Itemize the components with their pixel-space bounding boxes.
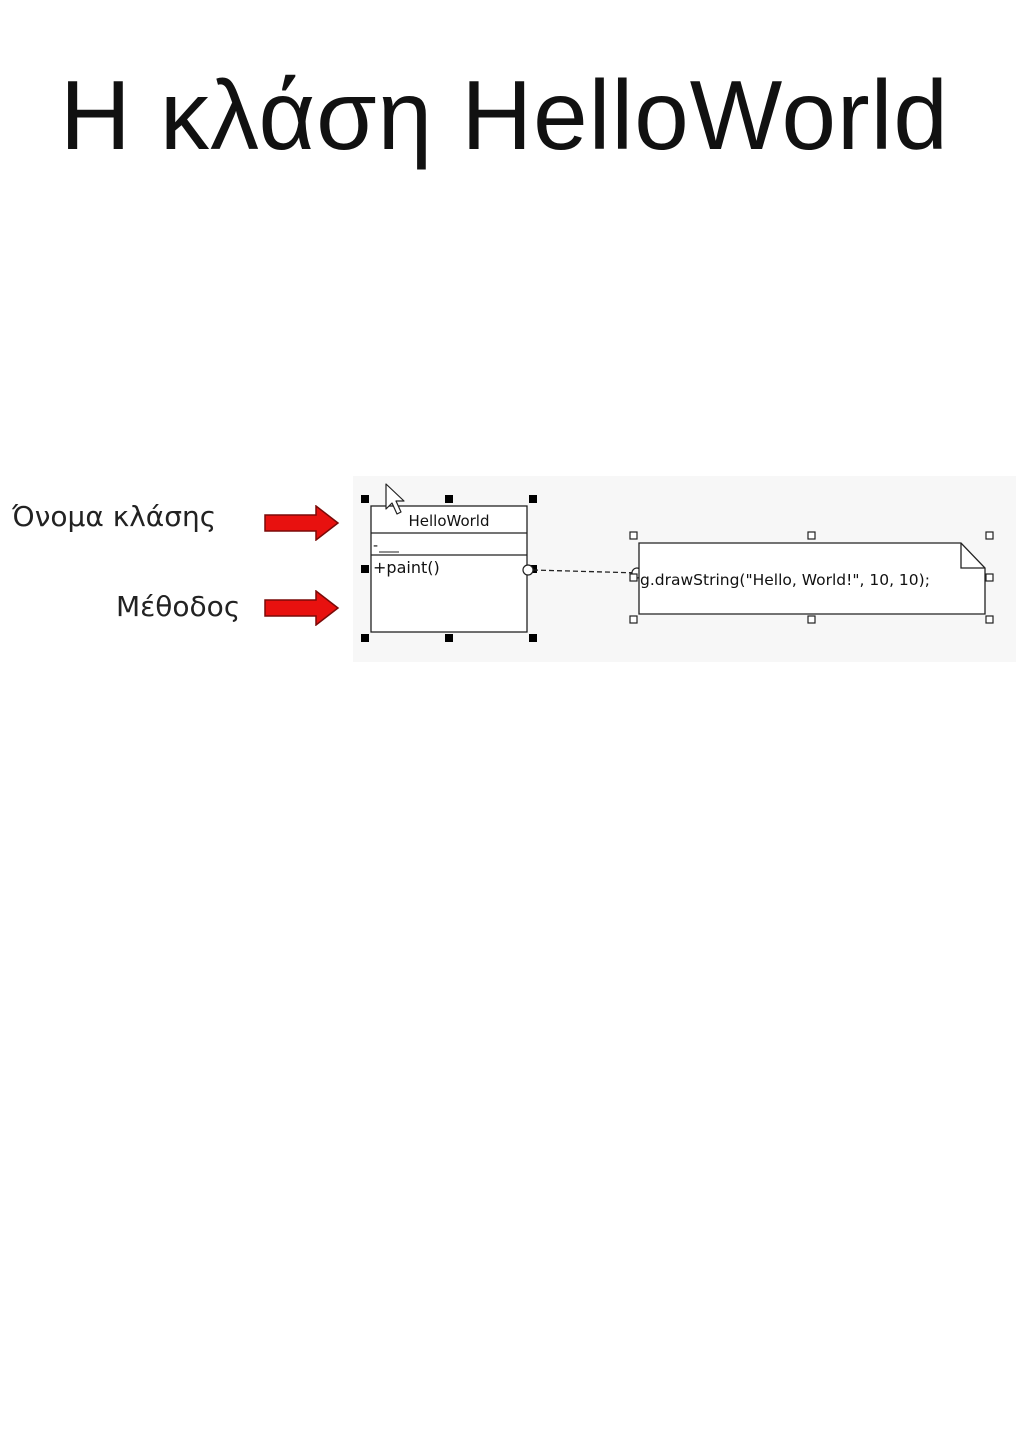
page-title: Η κλάση HelloWorld xyxy=(60,60,949,170)
uml-class-box[interactable] xyxy=(370,505,528,633)
note-connector[interactable] xyxy=(522,564,643,579)
class-name-arrow-icon xyxy=(264,505,340,541)
note-box[interactable] xyxy=(638,542,986,615)
uml-attributes-placeholder: - xyxy=(373,538,378,554)
note-text: g.drawString("Hello, World!", 10, 10); xyxy=(640,571,930,589)
note-selection-handles[interactable] xyxy=(629,531,994,624)
uml-class-name: HelloWorld xyxy=(408,512,489,530)
uml-method: +paint() xyxy=(373,558,440,577)
method-arrow-icon xyxy=(264,590,340,626)
mouse-cursor-icon xyxy=(385,483,405,515)
uml-diagram-canvas[interactable]: HelloWorld - +paint() g.drawString("Hell… xyxy=(353,476,1016,662)
class-name-label: Όνομα κλάσης xyxy=(12,500,217,533)
method-label: Μέθοδος xyxy=(116,590,241,623)
